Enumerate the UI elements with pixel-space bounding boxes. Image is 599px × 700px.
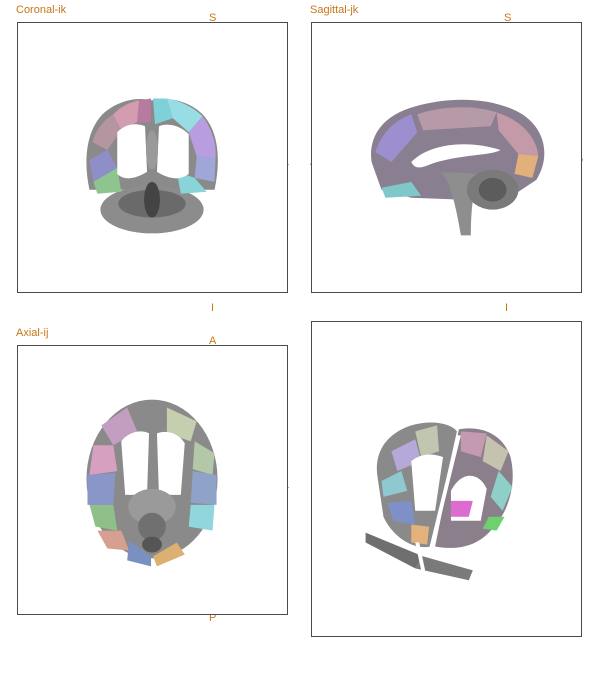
axial-posterior-label: P [209,612,217,624]
sagittal-view-title: Sagittal-jk [310,4,359,16]
coronal-inferior-label: I [211,302,215,314]
coronal-brain-slice [86,98,218,234]
axial-viewport[interactable] [17,345,288,615]
sagittal-brain-slice [371,99,545,236]
3d-brain-render [365,422,513,581]
axial-view-title: Axial-ij [16,327,49,339]
sagittal-superior-label: S [504,12,512,24]
coronal-viewport[interactable] [17,22,288,293]
render3d-viewport[interactable] [311,321,582,637]
coronal-superior-label: S [209,12,217,24]
axial-brain-slice [86,399,218,567]
coronal-view-title: Coronal-ik [16,4,67,16]
sagittal-viewport[interactable] [311,22,582,293]
axial-anterior-label: A [209,335,217,347]
sagittal-inferior-label: I [505,302,509,314]
